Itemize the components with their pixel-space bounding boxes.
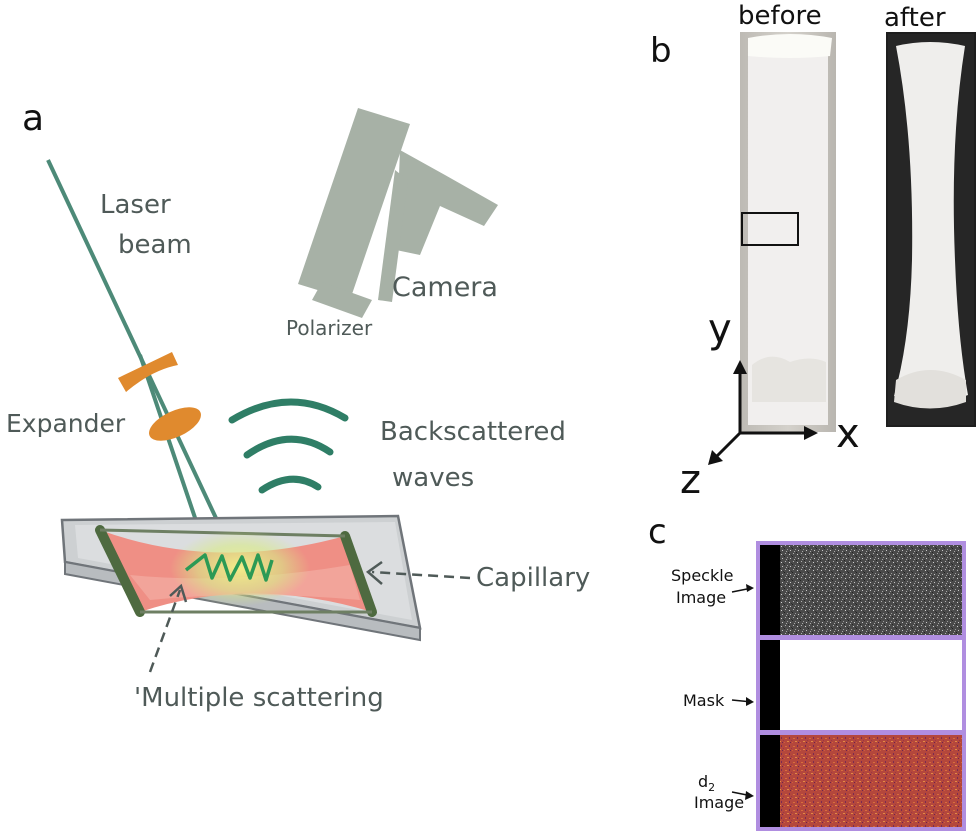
- laser-label: Laser: [100, 190, 171, 220]
- speckle-label-2: Image: [676, 588, 726, 607]
- d2-label: d2: [698, 772, 715, 794]
- multiple-scattering-label: 'Multiple scattering: [134, 683, 384, 713]
- axis-z-label: z: [680, 457, 701, 503]
- capillary-arrowhead: [365, 560, 383, 585]
- camera-label: Camera: [392, 272, 498, 303]
- axis-y-label: y: [708, 306, 732, 352]
- mask-label: Mask: [683, 691, 725, 710]
- before-label: before: [738, 1, 822, 31]
- capillary-label: Capillary: [476, 563, 590, 593]
- region-of-interest-box: [741, 212, 799, 246]
- scattering-arrowhead: [169, 583, 188, 603]
- scattering-arrow: [148, 589, 182, 673]
- image-stack: [756, 541, 966, 831]
- panel-a: a Laser beam Camera Polarizer Expander B…: [6, 98, 590, 713]
- speckle-label: Speckle: [671, 566, 734, 585]
- panel-c: c Speckle Image Mask d2 Image: [648, 512, 966, 831]
- after-photo: [886, 32, 976, 427]
- polarizer-label: Polarizer: [286, 316, 373, 340]
- expander-label: Expander: [6, 409, 126, 438]
- axis-x-label: x: [836, 411, 860, 457]
- concave-lens-icon: [118, 352, 178, 392]
- capillary-arrow: [371, 570, 471, 580]
- after-label: after: [884, 3, 946, 33]
- multiple-scattering-path: [184, 553, 274, 582]
- mask-pointer-head: [746, 697, 754, 706]
- laser-label-2: beam: [118, 230, 192, 260]
- convex-lens-icon: [149, 407, 201, 441]
- backscattered-waves-icon: [228, 398, 349, 494]
- panel-b: b before after y x z: [650, 1, 976, 503]
- coordinate-axes: [708, 360, 818, 465]
- backscatter-label-2: waves: [392, 463, 474, 493]
- speckle-pointer-head: [746, 584, 754, 592]
- before-photo: [740, 32, 836, 432]
- panel-b-letter: b: [650, 31, 672, 71]
- panel-a-letter: a: [22, 98, 44, 139]
- d2-pointer-head: [745, 791, 754, 800]
- scattering-glow: [170, 530, 310, 606]
- camera-icon: [298, 108, 498, 318]
- backscatter-label: Backscattered: [380, 417, 566, 447]
- panel-c-letter: c: [648, 512, 667, 552]
- d2-label-2: Image: [694, 793, 744, 812]
